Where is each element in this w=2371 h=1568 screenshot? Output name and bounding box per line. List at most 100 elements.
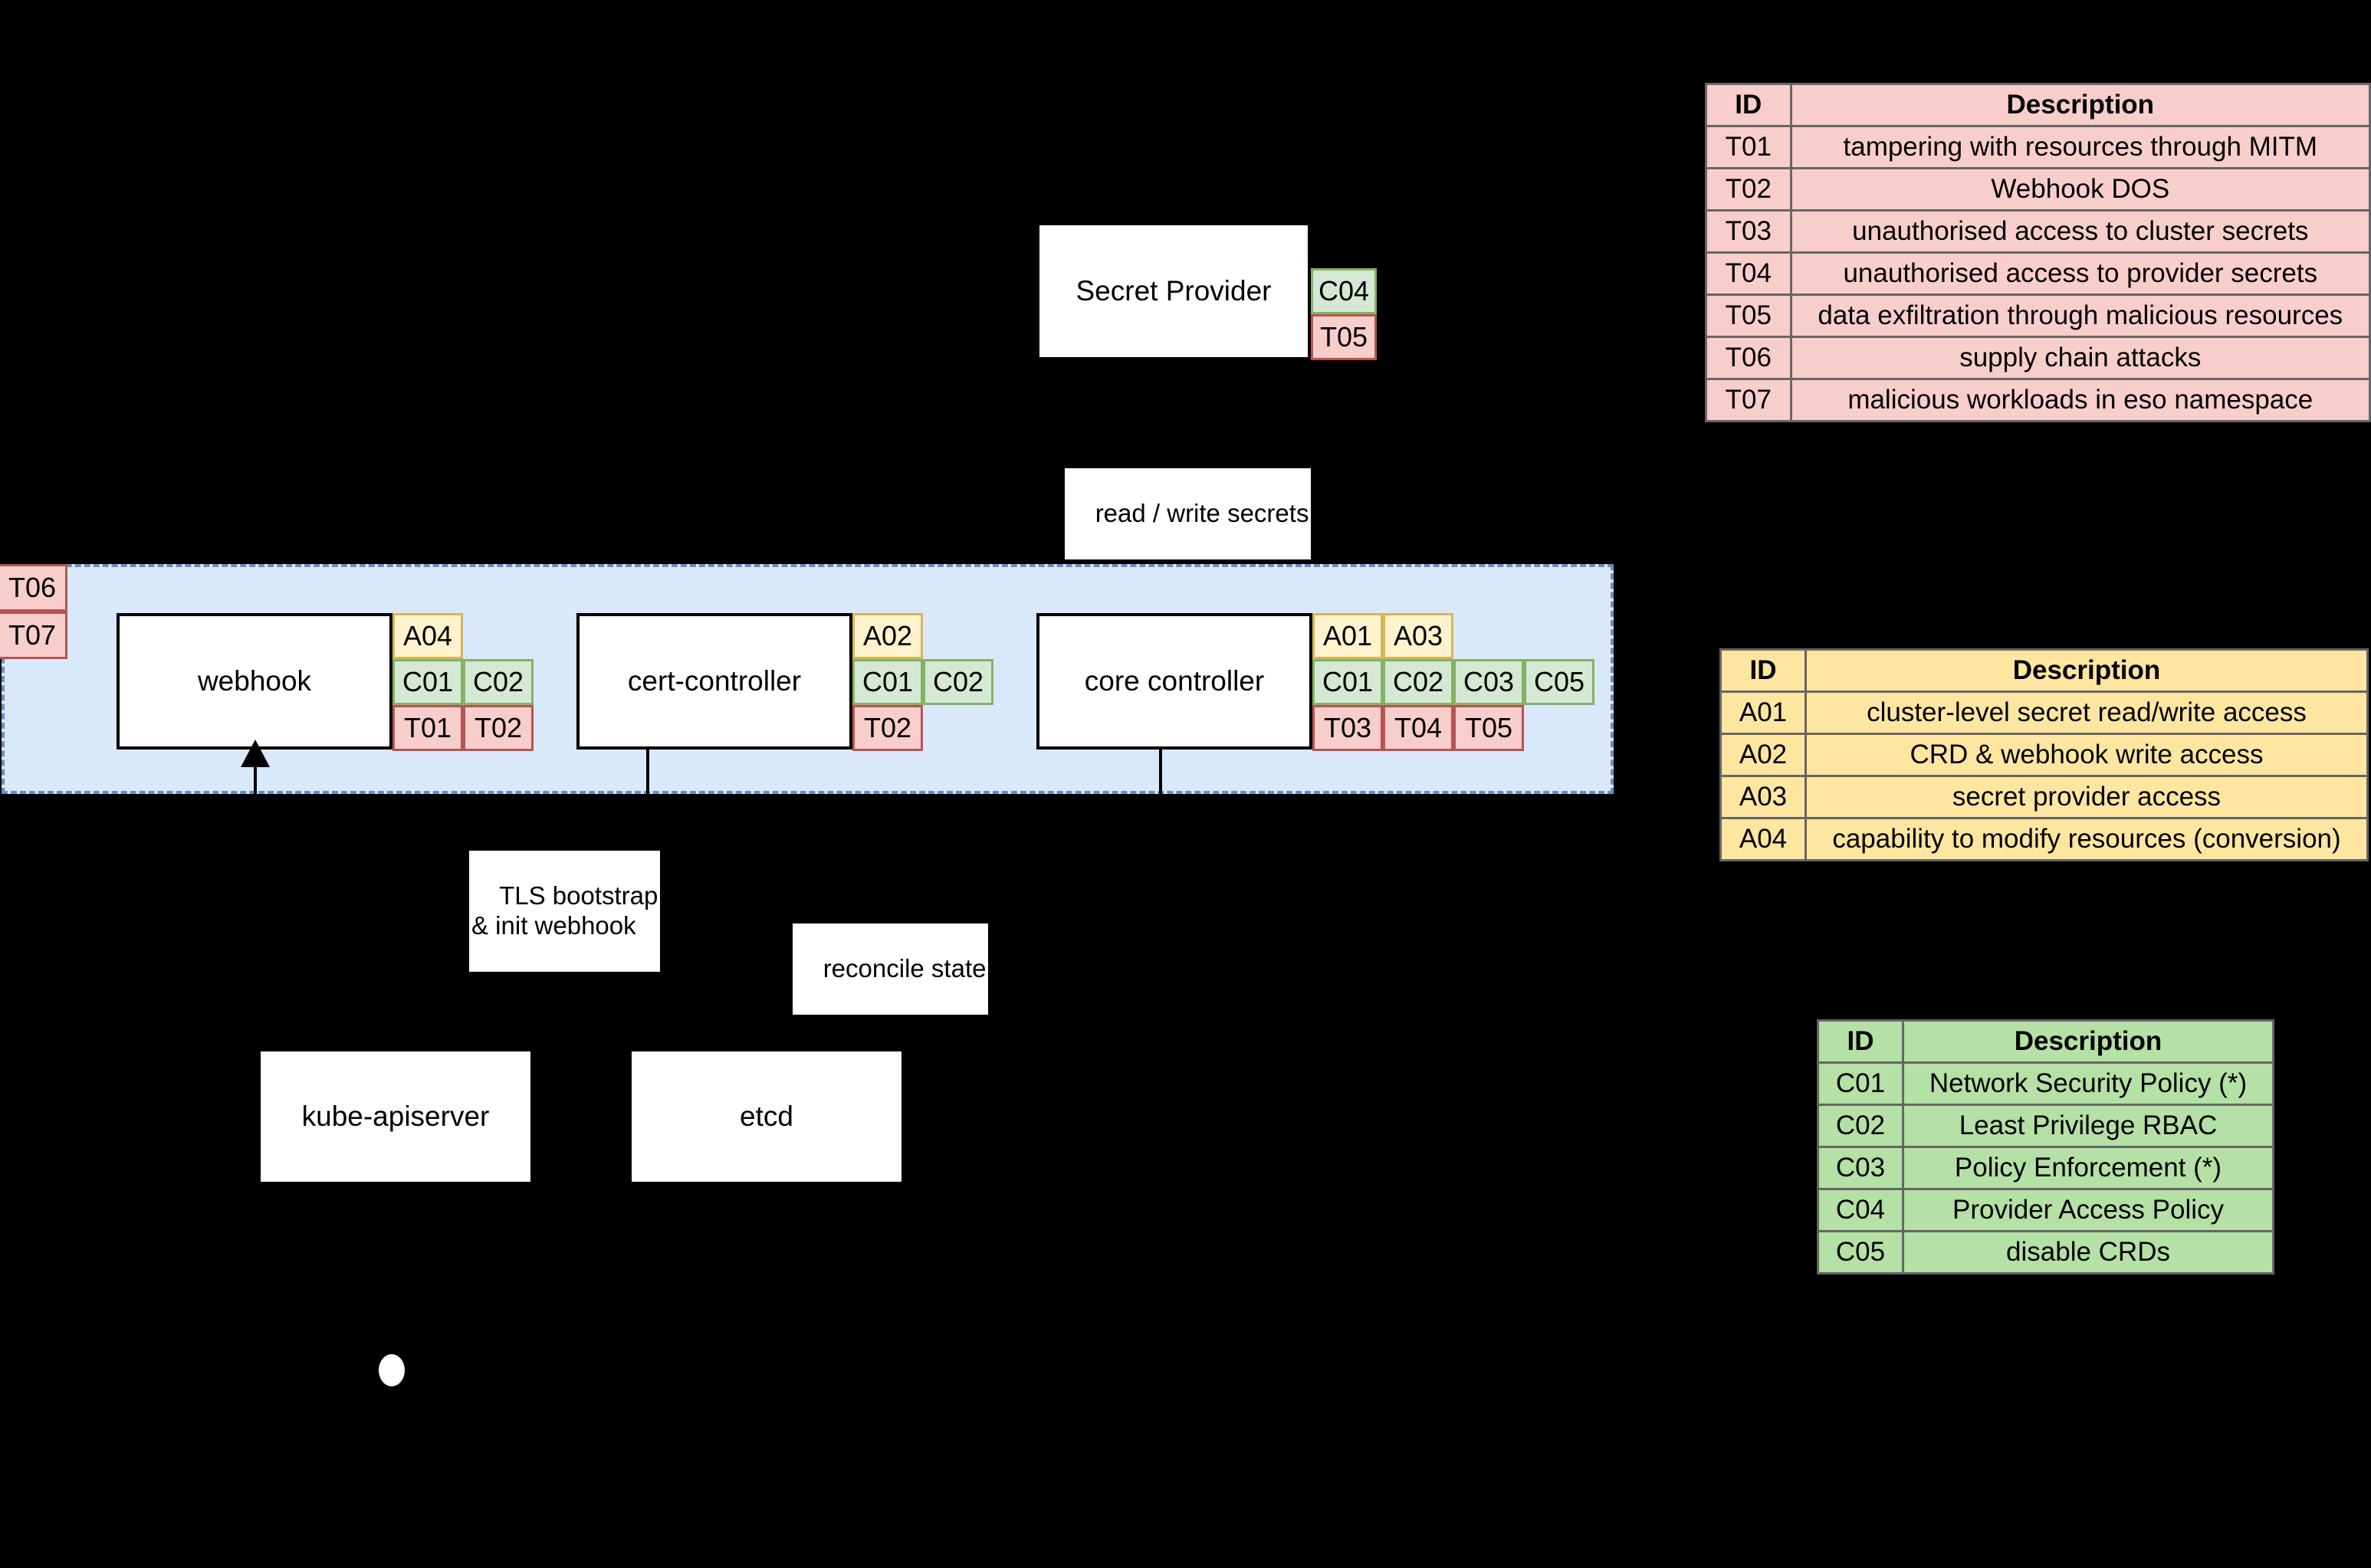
asset-header-id: ID xyxy=(1719,648,1807,693)
edge-cert-controller-to-apiserver xyxy=(646,750,649,794)
badge-threat-t06[interactable]: T06 xyxy=(0,564,67,612)
edge-apiserver-to-webhook xyxy=(254,766,257,794)
asset-id: A03 xyxy=(1719,775,1807,819)
badge-control-c02-webhook[interactable]: C02 xyxy=(463,659,534,705)
asset-legend-table: ID Description A01 cluster-level secret … xyxy=(1719,648,2369,861)
node-kube-apiserver-label: kube-apiserver xyxy=(301,1100,490,1132)
node-etcd-label: etcd xyxy=(740,1100,793,1132)
threat-id: T01 xyxy=(1705,125,1792,169)
badge-threat-t02-webhook[interactable]: T02 xyxy=(463,705,534,751)
badge-label: C01 xyxy=(862,666,914,697)
badge-threat-t07[interactable]: T07 xyxy=(0,612,67,659)
threat-header-description: Description xyxy=(1789,83,2371,127)
asset-id: A01 xyxy=(1719,691,1807,735)
threat-id: T06 xyxy=(1705,336,1792,380)
badge-label: C04 xyxy=(1318,275,1370,307)
threat-description: malicious workloads in eso namespace xyxy=(1789,378,2371,422)
threat-id: T03 xyxy=(1705,209,1792,254)
asset-description: capability to modify resources (conversi… xyxy=(1805,817,2369,861)
badge-control-c03-core[interactable]: C03 xyxy=(1453,659,1524,705)
table-row: C03 Policy Enforcement (*) xyxy=(1817,1146,2274,1190)
threat-description: Webhook DOS xyxy=(1789,167,2371,212)
table-row: T07 malicious workloads in eso namespace xyxy=(1705,378,2371,422)
badge-label: T05 xyxy=(1319,321,1368,353)
control-description: Policy Enforcement (*) xyxy=(1902,1146,2274,1190)
table-row: C02 Least Privilege RBAC xyxy=(1817,1104,2274,1148)
table-row: T05 data exfiltration through malicious … xyxy=(1705,294,2371,338)
badge-label: A03 xyxy=(1393,620,1443,651)
badge-label: C02 xyxy=(1392,666,1444,697)
control-id: C04 xyxy=(1817,1188,1904,1232)
threat-description: unauthorised access to cluster secrets xyxy=(1789,209,2371,254)
table-row: A02 CRD & webhook write access xyxy=(1719,733,2369,777)
edge-label-tls-bootstrap: TLS bootstrap & init webhook xyxy=(469,851,661,972)
node-webhook-label: webhook xyxy=(197,664,312,697)
badge-threat-t01-webhook[interactable]: T01 xyxy=(392,705,463,751)
table-row: C04 Provider Access Policy xyxy=(1817,1188,2274,1232)
threat-description: data exfiltration through malicious reso… xyxy=(1789,294,2371,338)
node-secret-provider-label: Secret Provider xyxy=(1075,274,1272,307)
badge-control-c01-core[interactable]: C01 xyxy=(1312,659,1383,705)
asset-id: A04 xyxy=(1719,817,1807,861)
asset-description: secret provider access xyxy=(1805,775,2369,819)
badge-label: T05 xyxy=(1464,712,1513,743)
threat-legend: ID Description T01 tampering with resour… xyxy=(1705,83,2371,422)
control-description: Provider Access Policy xyxy=(1902,1188,2274,1232)
badge-label: C03 xyxy=(1463,666,1515,697)
control-legend: ID Description C01 Network Security Poli… xyxy=(1817,1019,2274,1274)
control-description: Least Privilege RBAC xyxy=(1902,1104,2274,1148)
control-description: Network Security Policy (*) xyxy=(1902,1061,2274,1106)
threat-header-id: ID xyxy=(1705,83,1792,127)
node-kube-apiserver[interactable]: kube-apiserver xyxy=(258,1048,534,1185)
control-id: C03 xyxy=(1817,1146,1904,1190)
edge-label-read-write-secrets: read / write secrets xyxy=(1065,468,1312,559)
control-id: C05 xyxy=(1817,1230,1904,1274)
edge-core-controller-to-apiserver xyxy=(1159,750,1162,794)
badge-control-c02-core[interactable]: C02 xyxy=(1383,659,1453,705)
table-row: A03 secret provider access xyxy=(1719,775,2369,819)
badge-label: A02 xyxy=(862,620,913,651)
node-webhook[interactable]: webhook xyxy=(117,613,392,750)
badge-asset-a02[interactable]: A02 xyxy=(852,613,923,659)
badge-label: C01 xyxy=(402,666,454,697)
control-header-id: ID xyxy=(1817,1019,1904,1064)
threat-id: T07 xyxy=(1705,378,1792,422)
node-secret-provider[interactable]: Secret Provider xyxy=(1036,222,1311,360)
badge-threat-t05-core[interactable]: T05 xyxy=(1453,705,1524,751)
badge-asset-a03[interactable]: A03 xyxy=(1383,613,1453,659)
badge-label: T07 xyxy=(8,619,57,651)
badge-label: A04 xyxy=(402,620,453,651)
node-core-controller[interactable]: core controller xyxy=(1036,613,1312,750)
table-row: T06 supply chain attacks xyxy=(1705,336,2371,380)
badge-label: T02 xyxy=(863,712,912,743)
badge-asset-a04[interactable]: A04 xyxy=(392,613,463,659)
badge-control-c05-core[interactable]: C05 xyxy=(1524,659,1594,705)
table-header-row: ID Description xyxy=(1719,648,2369,693)
badge-control-c04[interactable]: C04 xyxy=(1311,268,1377,314)
table-header-row: ID Description xyxy=(1817,1019,2274,1064)
badge-threat-t02-cert[interactable]: T02 xyxy=(852,705,923,751)
asset-description: CRD & webhook write access xyxy=(1805,733,2369,777)
badge-label: T06 xyxy=(8,572,57,603)
badge-threat-t03-core[interactable]: T03 xyxy=(1312,705,1383,751)
node-core-controller-label: core controller xyxy=(1084,664,1265,697)
asset-header-description: Description xyxy=(1805,648,2369,693)
control-id: C01 xyxy=(1817,1061,1904,1106)
threat-description: unauthorised access to provider secrets xyxy=(1789,251,2371,296)
badge-asset-a01[interactable]: A01 xyxy=(1312,613,1383,659)
badge-control-c01-webhook[interactable]: C01 xyxy=(392,659,463,705)
node-cert-controller[interactable]: cert-controller xyxy=(576,613,852,750)
badge-threat-t05-provider[interactable]: T05 xyxy=(1311,314,1377,360)
table-row: T03 unauthorised access to cluster secre… xyxy=(1705,209,2371,254)
table-header-row: ID Description xyxy=(1705,83,2371,127)
badge-control-c02-cert[interactable]: C02 xyxy=(923,659,993,705)
node-etcd[interactable]: etcd xyxy=(629,1048,905,1185)
control-id: C02 xyxy=(1817,1104,1904,1148)
badge-control-c01-cert[interactable]: C01 xyxy=(852,659,923,705)
threat-id: T02 xyxy=(1705,167,1792,212)
edge-label-text: reconcile state xyxy=(823,953,987,982)
asset-legend: ID Description A01 cluster-level secret … xyxy=(1719,648,2369,861)
badge-label: T03 xyxy=(1323,712,1372,743)
asset-id: A02 xyxy=(1719,733,1807,777)
badge-threat-t04-core[interactable]: T04 xyxy=(1383,705,1453,751)
